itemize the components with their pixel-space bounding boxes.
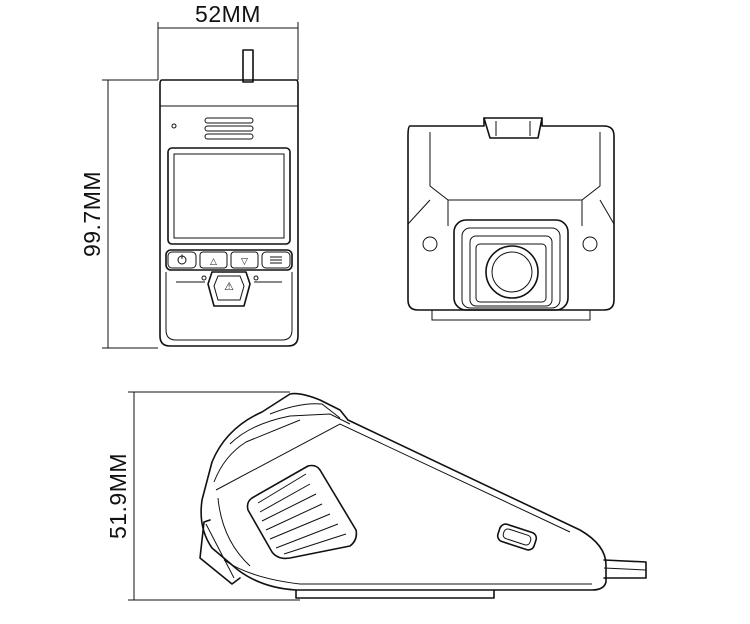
rear-body-outline	[407, 117, 615, 311]
left-screw	[422, 236, 438, 252]
warning-icon: ⚠	[224, 280, 234, 293]
menu-icon	[270, 256, 282, 264]
mic-hole	[171, 123, 177, 129]
usb-port	[496, 523, 538, 551]
lens-housing	[453, 219, 569, 311]
mount-pin	[242, 49, 254, 83]
down-button[interactable]	[230, 251, 259, 269]
up-arrow-icon: △	[210, 257, 217, 267]
power-button[interactable]	[167, 251, 197, 269]
side-body-outline	[200, 392, 607, 591]
screen-display	[173, 153, 285, 239]
width-label: 52MM	[195, 1, 261, 27]
front-view: 52MM 99.7MM	[79, 1, 299, 349]
menu-button[interactable]	[261, 251, 291, 269]
depth-label: 51.9MM	[105, 453, 131, 539]
side-button[interactable]	[199, 519, 241, 585]
camera-lens	[485, 245, 539, 299]
height-label: 99.7MM	[79, 171, 105, 257]
power-icon	[177, 254, 187, 265]
width-dimension: 52MM	[157, 1, 299, 80]
mount-latch	[483, 117, 543, 139]
screen-frame	[167, 147, 291, 245]
up-button[interactable]	[199, 251, 228, 269]
rear-base	[431, 310, 591, 321]
speaker-grille	[204, 117, 254, 140]
front-body-outline	[159, 79, 299, 347]
side-view: 51.9MM	[105, 391, 647, 601]
right-screw	[582, 236, 598, 252]
lower-panel	[165, 272, 293, 341]
side-base	[295, 589, 495, 599]
depth-dimension: 51.9MM	[105, 391, 300, 601]
height-dimension: 99.7MM	[79, 79, 158, 349]
emergency-button[interactable]	[207, 271, 251, 307]
down-arrow-icon: ▽	[241, 257, 248, 267]
vent-grille	[246, 464, 358, 560]
button-row: △ ▽	[165, 249, 293, 271]
rear-view	[407, 117, 615, 321]
